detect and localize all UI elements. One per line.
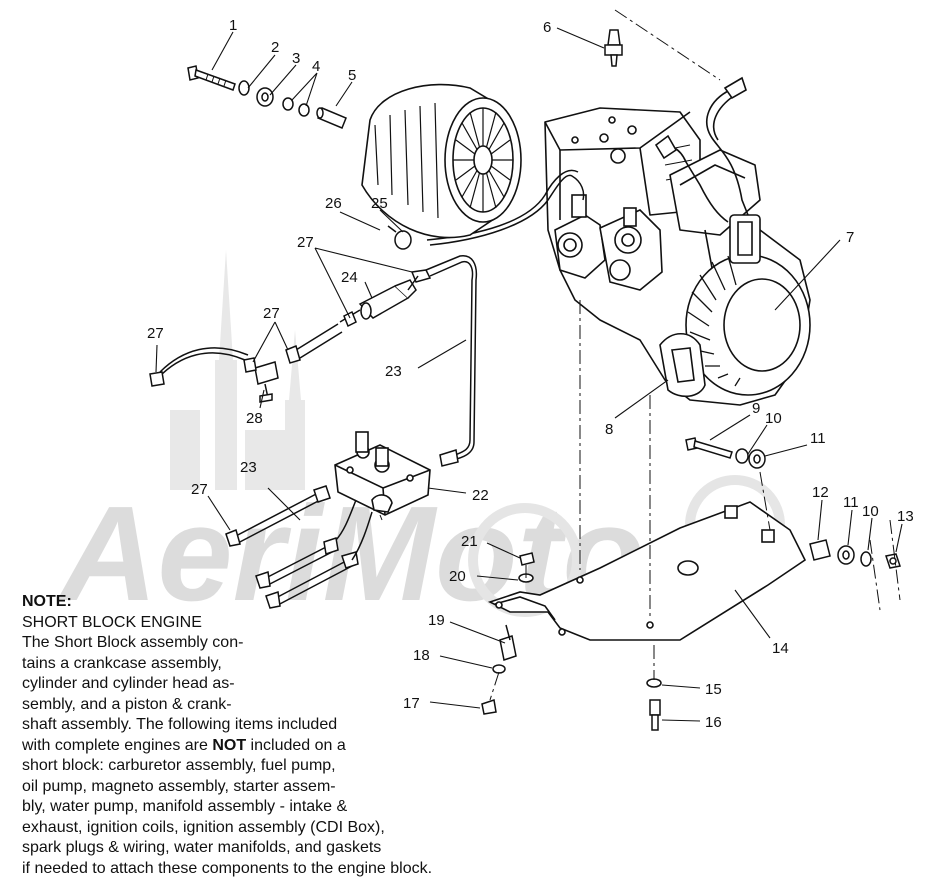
callout-1: 1 (229, 17, 237, 34)
callout-28: 28 (246, 410, 263, 427)
note-text: with complete engines are (22, 737, 212, 754)
clutch-bolt-set (188, 66, 346, 128)
callout-15: 15 (705, 681, 722, 698)
callout-26: 26 (325, 195, 342, 212)
callout-25: 25 (371, 195, 388, 212)
callout-21: 21 (461, 533, 478, 550)
callout-13: 13 (897, 508, 914, 525)
callout-16: 16 (705, 714, 722, 731)
note-line: spark plugs & wiring, water manifolds, a… (22, 838, 502, 859)
callout-27c: 27 (147, 325, 164, 342)
callout-27b: 27 (263, 305, 280, 322)
callout-23b: 23 (240, 459, 257, 476)
note-line-not: with complete engines are NOT included o… (22, 736, 502, 757)
note-subtitle: SHORT BLOCK ENGINE (22, 613, 502, 634)
callout-22: 22 (472, 487, 489, 504)
note-line: oil pump, magneto assembly, starter asse… (22, 777, 502, 798)
note-line: exhaust, ignition coils, ignition assemb… (22, 818, 502, 839)
callout-3: 3 (292, 50, 300, 67)
callout-20: 20 (449, 568, 466, 585)
callout-10b: 10 (862, 503, 879, 520)
callout-12: 12 (812, 484, 829, 501)
cable-clamp (388, 226, 411, 249)
note-line: The Short Block assembly con- (22, 633, 502, 654)
callout-27a: 27 (297, 234, 314, 251)
callout-24: 24 (341, 269, 358, 286)
note-line: if needed to attach these components to … (22, 859, 502, 879)
starter-handle (660, 334, 705, 397)
note-line: cylinder and cylinder head as- (22, 674, 502, 695)
callout-5: 5 (348, 67, 356, 84)
callout-27d: 27 (191, 481, 208, 498)
callout-7: 7 (846, 229, 854, 246)
note-emphasis: NOT (212, 737, 246, 754)
spark-plug (605, 30, 622, 66)
callout-23a: 23 (385, 363, 402, 380)
short-block-note: NOTE: SHORT BLOCK ENGINE The Short Block… (22, 592, 502, 879)
callout-11b: 11 (843, 494, 859, 511)
note-line: tains a crankcase assembly, (22, 654, 502, 675)
callout-10a: 10 (765, 410, 782, 427)
watermark-skyline (170, 250, 305, 490)
note-line: bly, water pump, manifold assembly - int… (22, 797, 502, 818)
note-line: sembly, and a piston & crank- (22, 695, 502, 716)
callout-9: 9 (752, 400, 760, 417)
callout-14: 14 (772, 640, 789, 657)
note-text: included on a (246, 737, 346, 754)
callout-4: 4 (312, 58, 320, 75)
callout-2: 2 (271, 39, 279, 56)
note-line: shaft assembly. The following items incl… (22, 715, 502, 736)
callout-11a: 11 (810, 430, 826, 447)
callout-8: 8 (605, 421, 613, 438)
note-title: NOTE: (22, 592, 502, 613)
drive-clutch (362, 85, 521, 238)
note-line: short block: carburetor assembly, fuel p… (22, 756, 502, 777)
callout-6: 6 (543, 19, 551, 36)
